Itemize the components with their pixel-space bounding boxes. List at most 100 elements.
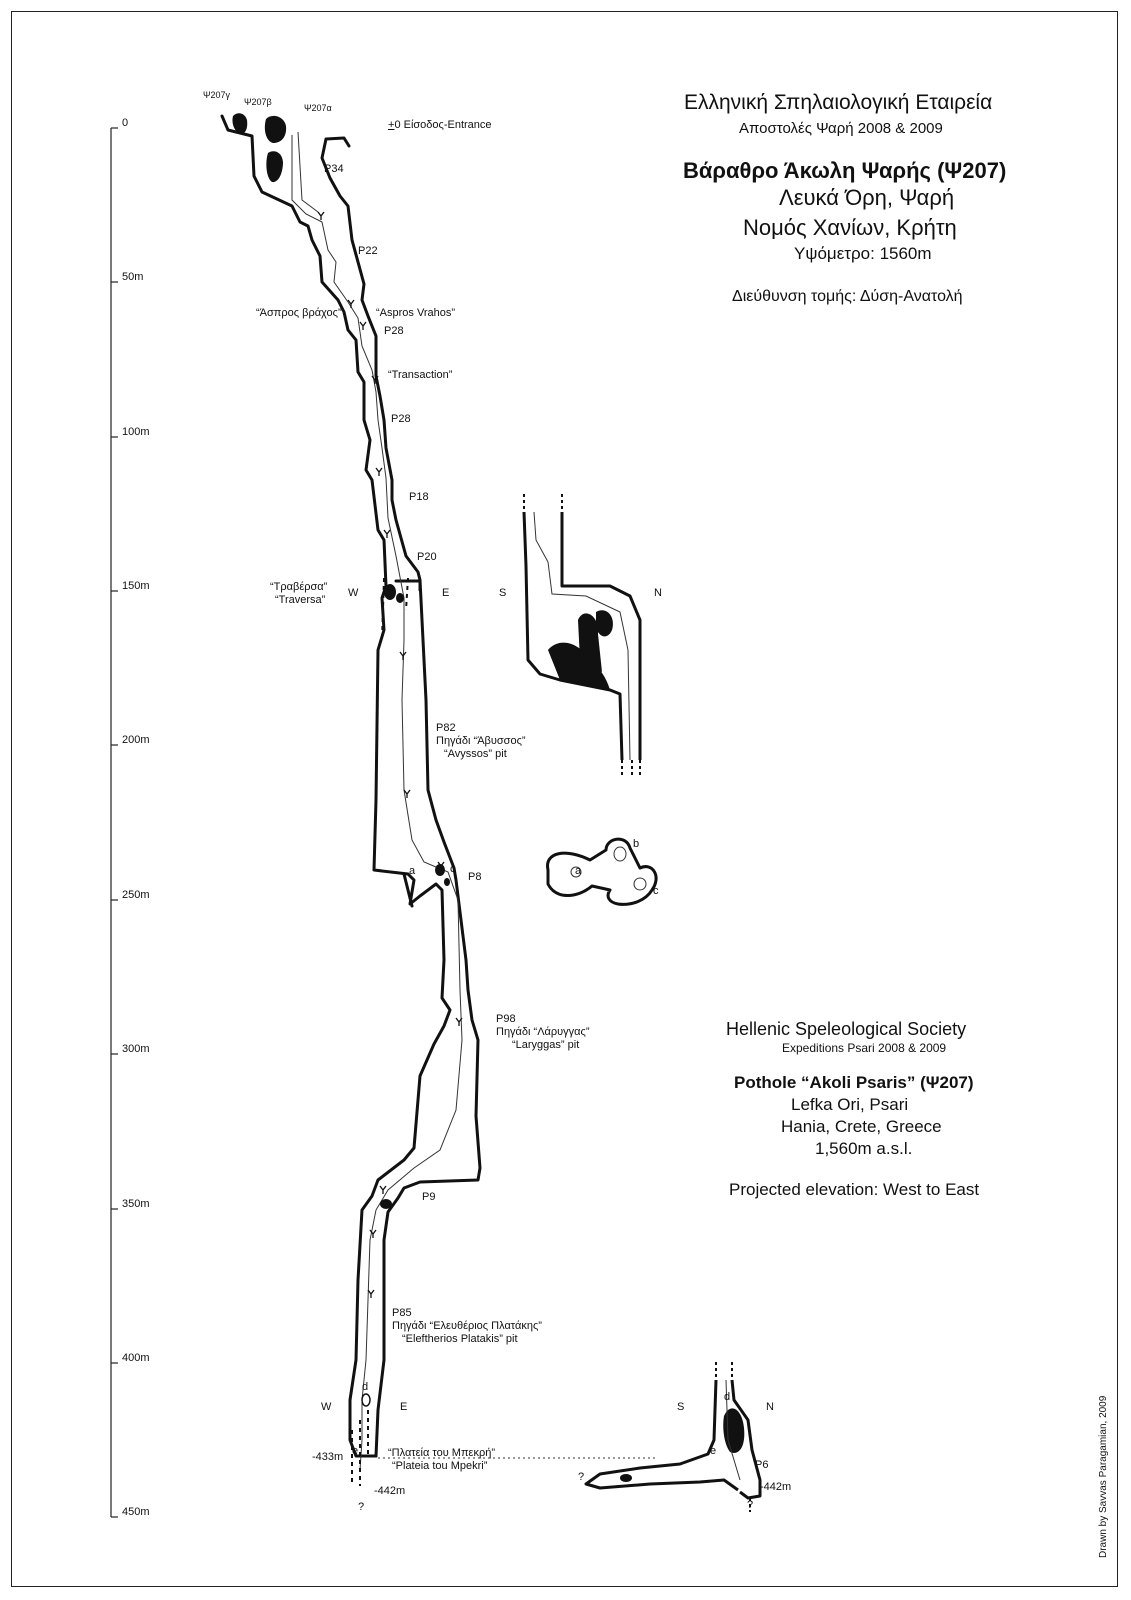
inset-bottom-dashes <box>715 1362 751 1512</box>
pitch-p34: P34 <box>324 163 344 175</box>
depth-tick-350: 350m <box>122 1198 150 1210</box>
depth-tick-0: 0 <box>122 117 129 129</box>
inset-bottom-rock <box>620 1474 632 1482</box>
greek-header-expeditions: Αποστολές Ψαρή 2008 & 2009 <box>739 120 943 137</box>
rope-anchors <box>317 211 463 1298</box>
english-header-cave-name: Pothole “Akoli Psaris” (Ψ207) <box>734 1073 974 1092</box>
pitch-p9: P9 <box>422 1191 436 1203</box>
traversa-boulders <box>380 584 450 1209</box>
pitch-p22: P22 <box>358 245 378 257</box>
station-a-main: a <box>409 865 416 877</box>
inset-plan-details <box>570 846 647 891</box>
inset-bottom-boulder <box>723 1408 745 1453</box>
station-a-inset: a <box>575 865 582 877</box>
plateia-english: “Plateia tou Mpekri” <box>392 1460 488 1472</box>
traversa-dashed <box>351 577 409 1486</box>
depth-tick-100: 100m <box>122 426 150 438</box>
pitch-p82-english: “Avyssos” pit <box>444 748 507 760</box>
cave-profile-main <box>220 114 482 1458</box>
pitch-p8: P8 <box>468 871 482 883</box>
depth-433: -433m <box>312 1451 344 1463</box>
orientation-north-inset1: N <box>654 587 662 599</box>
pitch-p98-greek: Πηγάδι “Λάρυγγας” <box>496 1026 590 1038</box>
page-frame <box>11 11 1118 1587</box>
depth-tick-450: 450m <box>122 1506 150 1518</box>
english-header-projection: Projected elevation: West to East <box>729 1180 980 1199</box>
transaction-label: “Transaction” <box>388 369 453 381</box>
depth-442: -442m <box>374 1485 406 1497</box>
traversa-greek: “Τραβέρσα” <box>270 581 328 593</box>
orientation-north-inset3: N <box>766 1401 774 1413</box>
plateia-greek: “Πλατεία του Μπεκρή” <box>388 1447 495 1459</box>
pitch-p20: P20 <box>417 551 437 563</box>
pitch-p82-greek: Πηγάδι “Άβυσσος” <box>436 735 526 747</box>
station-c-main: c <box>450 863 456 875</box>
pitch-p18: P18 <box>409 491 429 503</box>
orientation-south-inset1: S <box>499 587 507 599</box>
inset-cross-section-survey <box>533 511 631 761</box>
station-c-inset: c <box>653 885 659 897</box>
pitch-p98-english: “Laryggas” pit <box>512 1039 580 1051</box>
greek-header-society: Ελληνική Σπηλαιολογική Εταιρεία <box>684 91 993 114</box>
english-header-altitude: 1,560m a.s.l. <box>815 1139 913 1158</box>
pitch-p82: P82 <box>436 722 456 734</box>
station-b-inset: b <box>633 838 640 850</box>
pitch-p28-lower: P28 <box>391 413 411 425</box>
unknown-continuation-3: ? <box>747 1499 754 1511</box>
depth-442-inset: -442m <box>760 1481 792 1493</box>
inset-bottom-section <box>584 1379 762 1500</box>
english-header-expeditions: Expeditions Psari 2008 & 2009 <box>782 1041 947 1055</box>
inset-dashes-top <box>523 494 641 776</box>
author-credit: Drawn by Savvas Paragamian, 2009 <box>1098 1395 1109 1558</box>
depth-tick-200: 200m <box>122 734 150 746</box>
greek-header-region: Νομός Χανίων, Κρήτη <box>743 215 957 240</box>
station-e-main: e <box>352 1445 359 1457</box>
depth-tick-50: 50m <box>122 271 144 283</box>
inset-cross-section-traversa <box>522 511 642 761</box>
entrance-gamma-label: Ψ207γ <box>203 90 231 100</box>
pitch-p85-greek: Πηγάδι “Ελευθέριος Πλατάκης” <box>392 1320 542 1332</box>
orientation-west-lower: W <box>321 1401 332 1413</box>
entrance-beta-label: Ψ207β <box>244 97 272 107</box>
entrance-text: 0 Είσοδος-Entrance <box>394 119 492 131</box>
depth-tick-250: 250m <box>122 889 150 901</box>
entrance-plusminus: + <box>388 119 395 131</box>
depth-tick-150: 150m <box>122 580 150 592</box>
aspros-vrahos-english: “Aspros Vrahos” <box>376 307 456 319</box>
pitch-p85-english: “Eleftherios Platakis” pit <box>402 1333 518 1345</box>
inset-boulders <box>548 610 613 690</box>
traversa-english: “Traversa” <box>275 594 326 606</box>
entrance-shafts <box>232 113 287 183</box>
greek-header-altitude: Υψόμετρο: 1560m <box>794 244 932 263</box>
station-e-inset: e <box>710 1445 717 1457</box>
greek-header-location: Λευκά Όρη, Ψαρή <box>779 185 955 210</box>
depth-tick-400: 400m <box>122 1352 150 1364</box>
pitch-p28-upper: P28 <box>384 325 404 337</box>
orientation-south-inset3: S <box>677 1401 685 1413</box>
english-header-location: Lefka Ori, Psari <box>791 1095 909 1114</box>
survey-line <box>291 131 463 1471</box>
station-d-main: d <box>362 1381 369 1393</box>
entrance-alpha-label: Ψ207α <box>304 103 332 113</box>
inset-plan-p8 <box>546 837 658 906</box>
orientation-west-upper: W <box>348 587 359 599</box>
station-d-marker <box>361 1393 371 1407</box>
unknown-continuation-2: ? <box>578 1471 585 1483</box>
english-header-region: Hania, Crete, Greece <box>781 1117 942 1136</box>
pitch-p6: P6 <box>755 1459 769 1471</box>
aspros-vrahos-greek: “Άσπρος βράχος” <box>256 307 342 319</box>
pitch-p98: P98 <box>496 1013 516 1025</box>
pitch-p85: P85 <box>392 1307 412 1319</box>
greek-header-projection: Διεύθυνση τομής: Δύση-Ανατολή <box>732 288 963 305</box>
station-d-inset: d <box>724 1391 731 1403</box>
orientation-east-upper: E <box>442 587 450 599</box>
greek-header-cave-name: Βάραθρο Άκωλη Ψαρής (Ψ207) <box>683 158 1007 183</box>
english-header-society: Hellenic Speleological Society <box>726 1019 967 1039</box>
inset-bottom-survey <box>725 1379 741 1481</box>
depth-scale-axis <box>110 127 118 1518</box>
depth-tick-300: 300m <box>122 1043 150 1055</box>
unknown-continuation-1: ? <box>358 1501 365 1513</box>
entrance-label: +0 Είσοδος-Entrance <box>388 120 492 131</box>
orientation-east-lower: E <box>400 1401 408 1413</box>
